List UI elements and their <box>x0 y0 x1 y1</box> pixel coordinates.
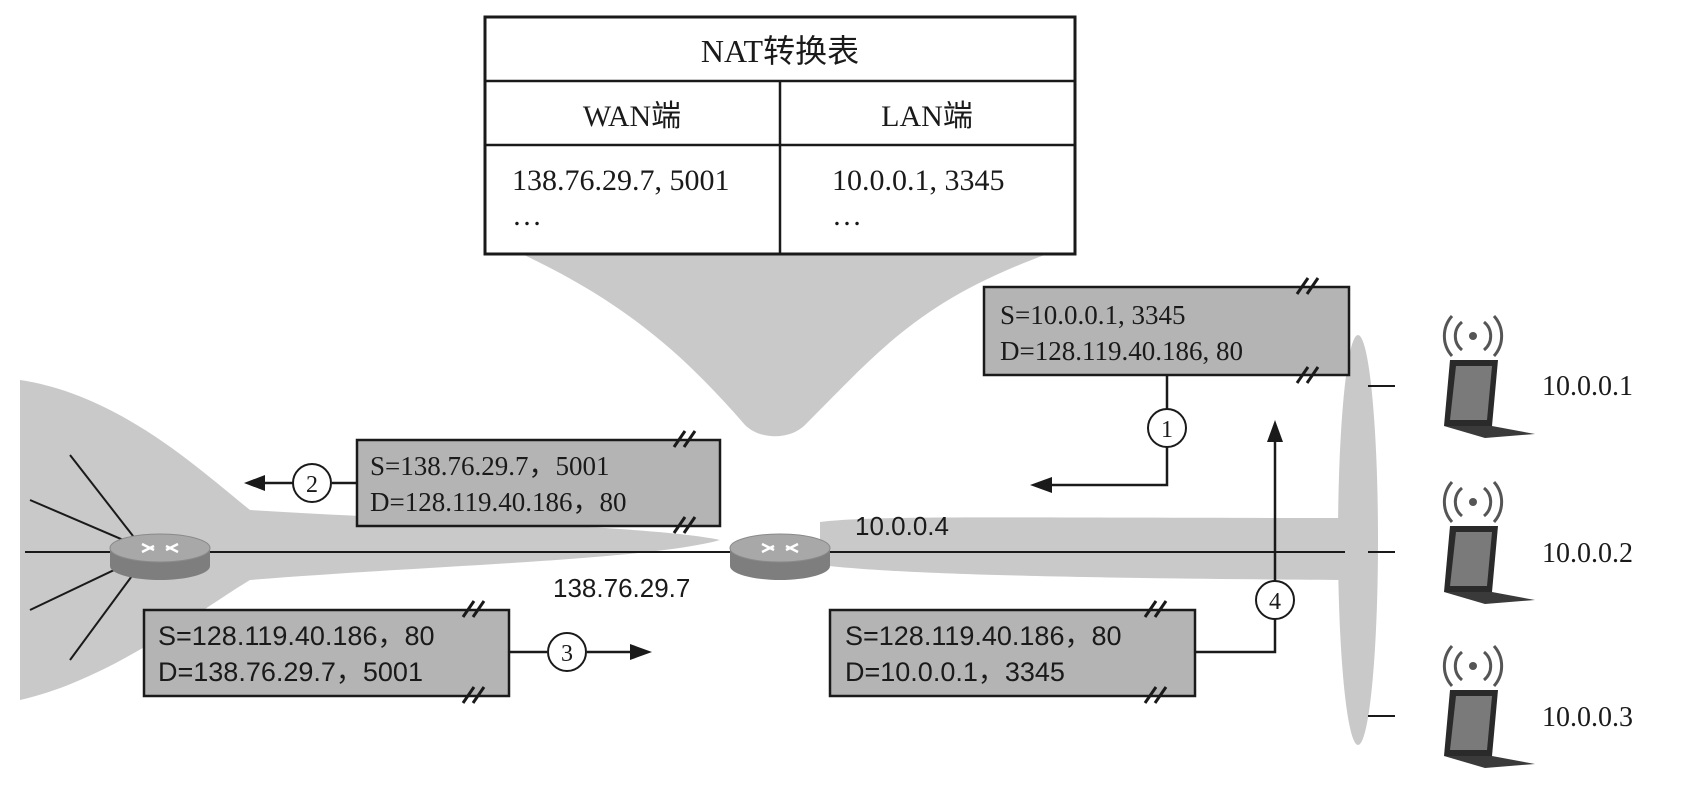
router-arrows-icon <box>141 542 179 554</box>
packet-box-1: S=10.0.0.1, 3345 D=128.119.40.186, 80 <box>982 277 1351 384</box>
step-4-number: 4 <box>1269 589 1281 615</box>
host-1-ip: 10.0.0.1 <box>1542 371 1633 402</box>
packet-1-destination: D=128.119.40.186, 80 <box>1000 336 1243 366</box>
nat-table-funnel-shade <box>520 253 1050 437</box>
router-wan-ip: 138.76.29.7 <box>553 573 690 603</box>
packet-2-destination: D=128.119.40.186，80 <box>370 487 626 517</box>
laptop-icon <box>1444 360 1535 438</box>
nat-table-title: NAT转换表 <box>701 33 859 69</box>
wifi-signal-icon <box>1442 315 1504 357</box>
laptop-icon <box>1444 690 1535 768</box>
step-4-path <box>1195 420 1283 654</box>
wifi-signal-icon <box>1442 645 1504 687</box>
step-4-connector <box>1195 435 1277 654</box>
lan-segment-ellipse <box>1338 335 1378 745</box>
host-2 <box>1442 481 1535 604</box>
step-2-path <box>244 475 357 491</box>
step-3-number: 3 <box>561 641 573 667</box>
break-mark-icon <box>461 600 486 704</box>
nat-table-header-lan: LAN端 <box>881 100 973 133</box>
step-1-path <box>1030 375 1169 493</box>
router-icon-top <box>729 533 831 563</box>
nat-router <box>729 533 831 580</box>
fan-line <box>29 499 136 546</box>
packet-3-source: S=128.119.40.186，80 <box>158 621 435 651</box>
packet-2-source: S=138.76.29.7，5001 <box>370 451 610 481</box>
step-2-arrowhead <box>244 475 265 491</box>
packet-box-3-frame <box>142 608 511 698</box>
laptop-icon <box>1444 526 1535 604</box>
packet-box-1-frame <box>982 285 1351 377</box>
internet-cloud-shade <box>20 380 720 700</box>
internet-router <box>109 533 211 580</box>
fan-line <box>69 454 141 546</box>
packet-box-2: S=138.76.29.7，5001 D=128.119.40.186，80 <box>355 430 722 534</box>
step-1-circle <box>1147 408 1187 448</box>
step-3-arrowhead <box>630 644 652 660</box>
nat-table-cell-lan: 10.0.0.1, 3345 <box>832 164 1005 197</box>
host-3-ip: 10.0.0.3 <box>1542 702 1633 733</box>
step-2-circle <box>292 463 332 503</box>
step-3-path <box>509 644 652 660</box>
nat-table: NAT转换表 WAN端 LAN端 138.76.29.7, 5001 10.0.… <box>483 15 1077 256</box>
packet-1-source: S=10.0.0.1, 3345 <box>1000 300 1186 330</box>
step-2-number: 2 <box>306 472 318 498</box>
router-icon-top <box>109 533 211 563</box>
nat-table-cell-lan-ellipsis: … <box>832 199 862 232</box>
network-links <box>210 385 1395 717</box>
break-mark-icon <box>1295 277 1320 384</box>
step-3-marker: 3 <box>547 632 587 672</box>
nat-table-cell-wan-ellipsis: … <box>512 199 542 232</box>
step-1-number: 1 <box>1161 417 1173 443</box>
break-mark-icon <box>1143 600 1168 704</box>
step-4-arrowhead <box>1267 420 1283 442</box>
lan-link-shade <box>820 517 1350 580</box>
router-arrows-icon <box>761 542 799 554</box>
packet-4-destination: D=10.0.0.1，3345 <box>845 657 1065 687</box>
shaded-flow-areas <box>20 253 1378 745</box>
packet-4-source: S=128.119.40.186，80 <box>845 621 1122 651</box>
nat-table-cell-wan: 138.76.29.7, 5001 <box>512 164 730 197</box>
step-1-marker: 1 <box>1147 408 1187 448</box>
step-3-circle <box>547 632 587 672</box>
router-lan-ip: 10.0.0.4 <box>855 511 949 541</box>
packet-box-4: S=128.119.40.186，80 D=10.0.0.1，3345 <box>828 600 1197 704</box>
packet-box-4-frame <box>828 608 1197 698</box>
packet-box-3: S=128.119.40.186，80 D=138.76.29.7，5001 <box>142 600 511 704</box>
host-2-ip: 10.0.0.2 <box>1542 538 1633 569</box>
step-4-circle <box>1255 580 1295 620</box>
break-mark-icon <box>672 430 697 534</box>
nat-table-header-wan: WAN端 <box>583 100 681 133</box>
wifi-signal-icon <box>1442 481 1504 523</box>
step-4-marker: 4 <box>1255 580 1295 620</box>
host-3 <box>1442 645 1535 768</box>
fan-line <box>69 564 141 661</box>
step-1-arrowhead <box>1030 477 1052 493</box>
host-1 <box>1442 315 1535 438</box>
step-2-marker: 2 <box>292 463 332 503</box>
packet-3-destination: D=138.76.29.7，5001 <box>158 657 423 687</box>
